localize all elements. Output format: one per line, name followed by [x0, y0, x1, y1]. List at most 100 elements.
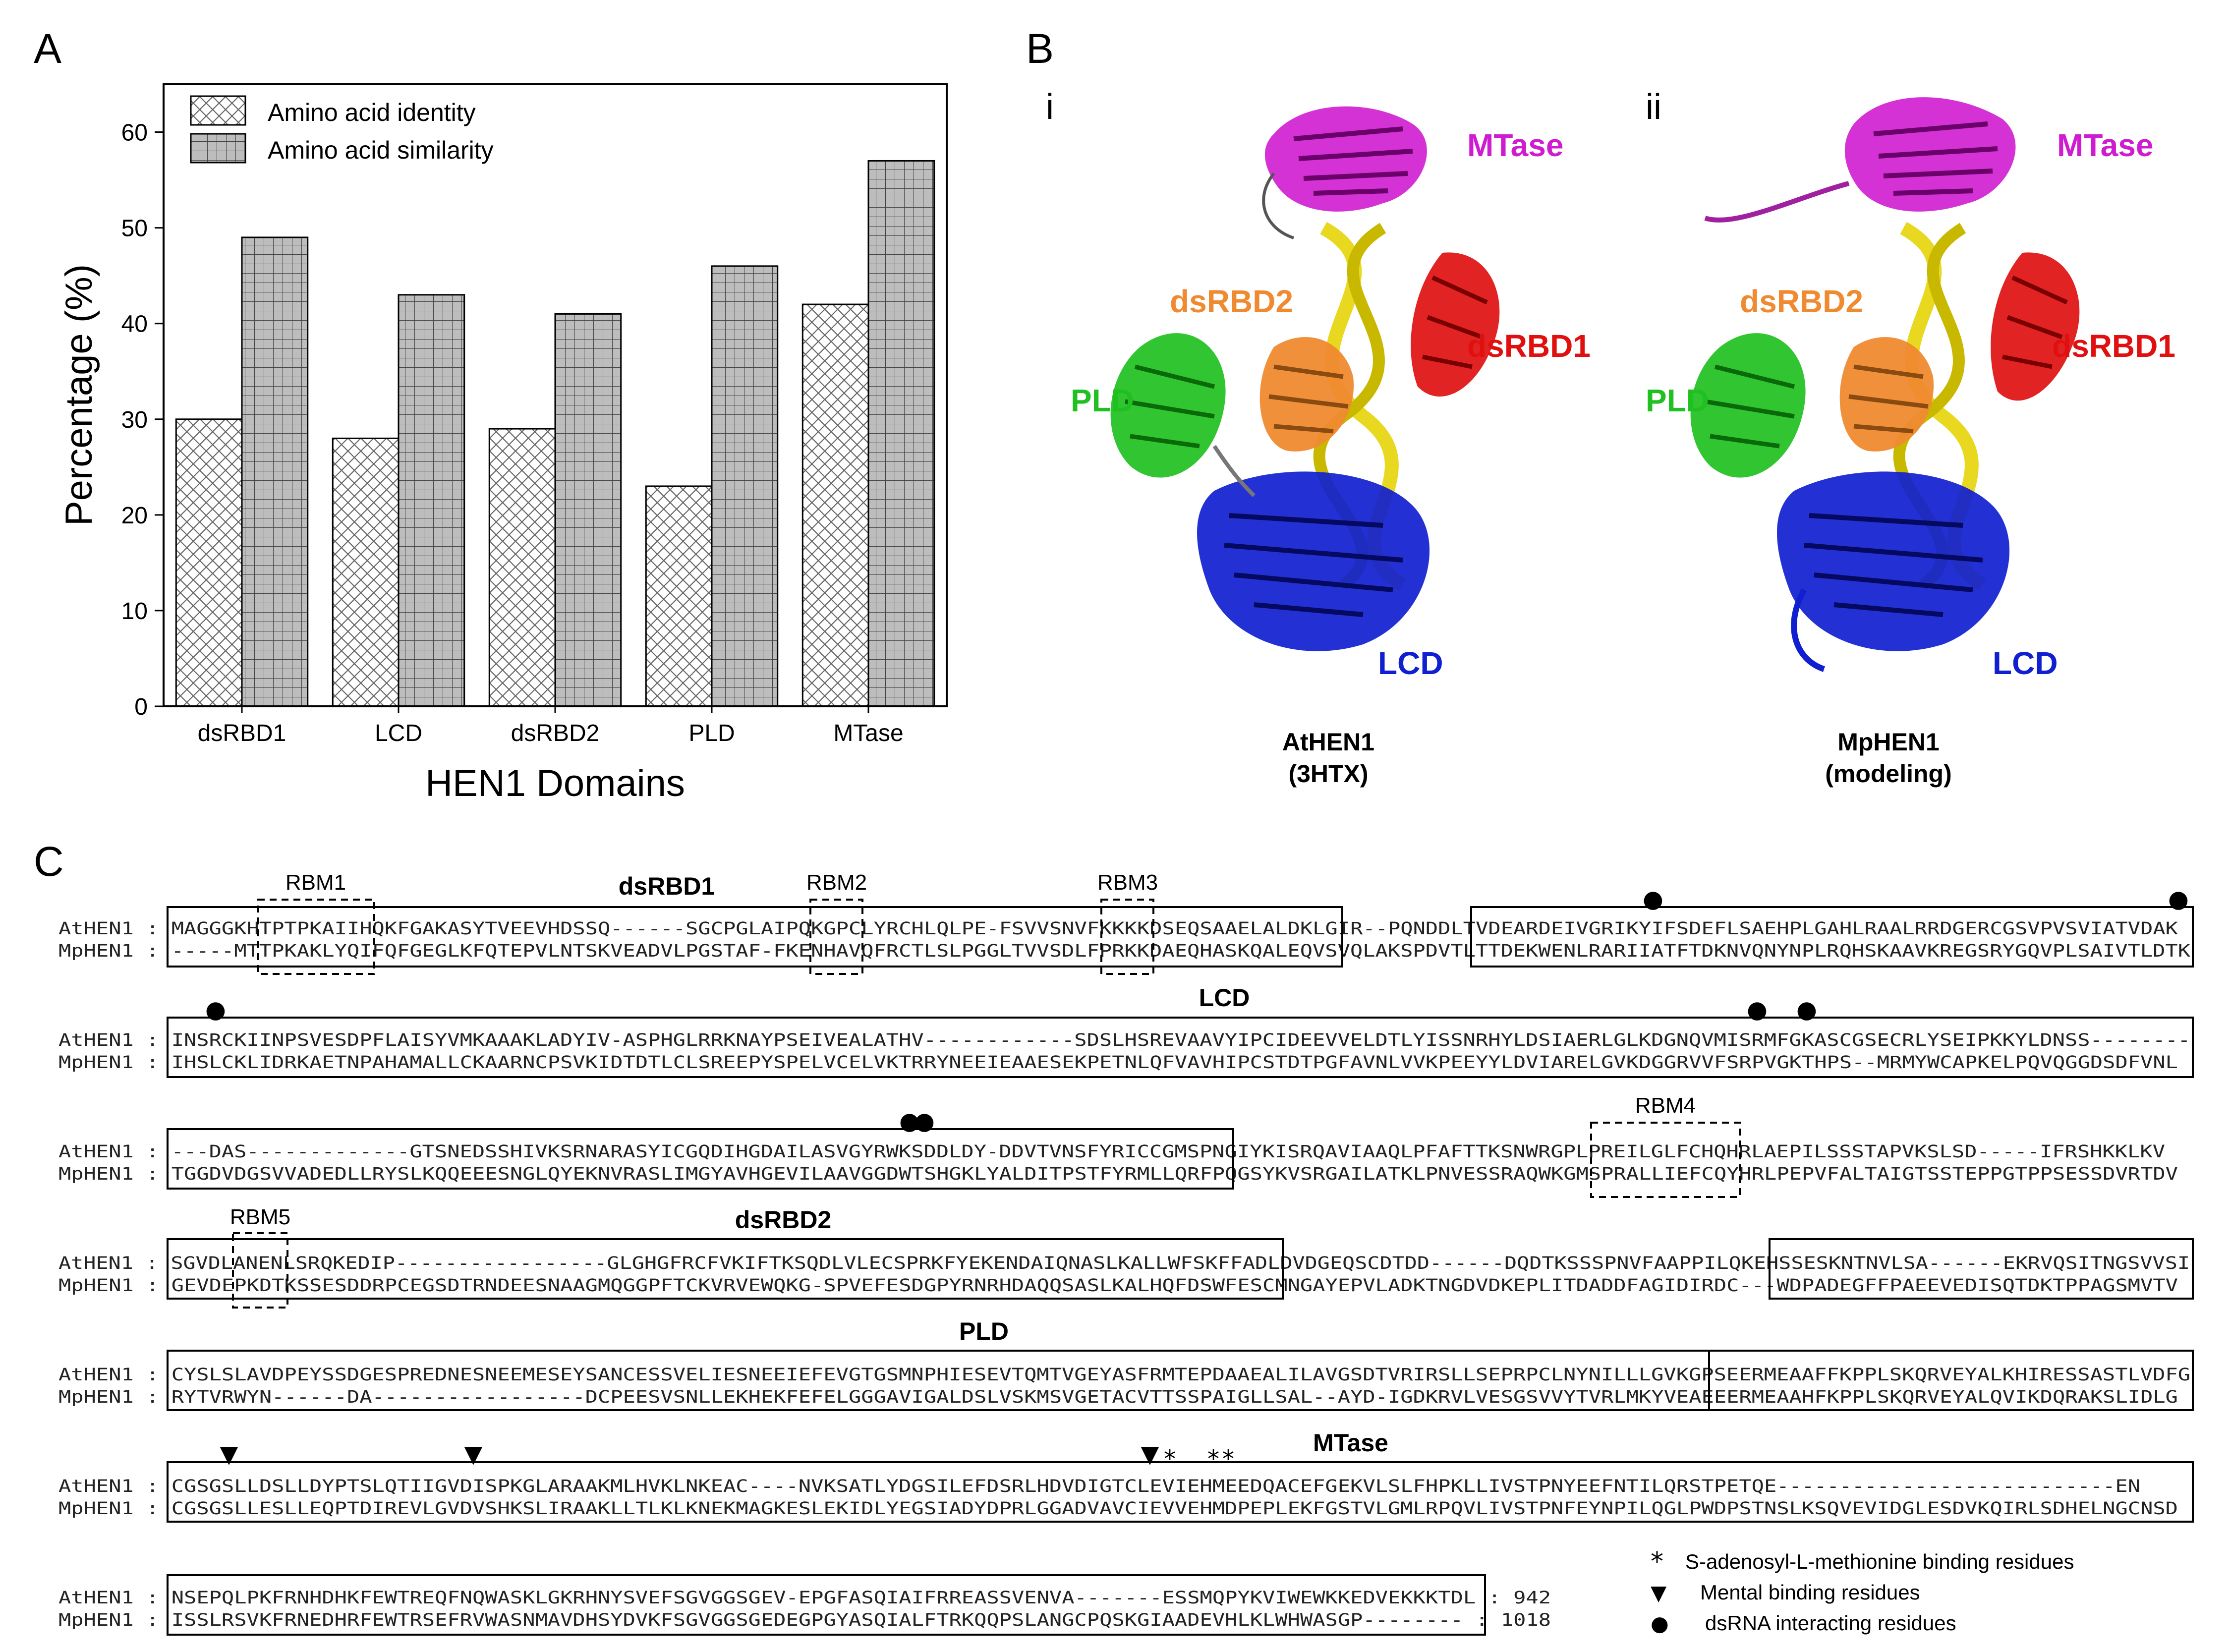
domain-labels: dsRBD1 LCD dsRBD2 PLD MTase — [619, 872, 1388, 1457]
legend-text-dsrna: dsRNA interacting residues — [1705, 1611, 1956, 1635]
mphen1-sequence: MpHEN1 : RYTVRWYN------DA---------------… — [58, 1387, 2178, 1407]
structure-athen1: MTase dsRBD2 dsRBD1 PLD LCD — [1071, 106, 1591, 681]
metal-marker: ▼ — [220, 1440, 238, 1468]
y-tick-label: 10 — [121, 598, 148, 625]
alignment-legend: * S-adenosyl-L-methionine binding residu… — [1651, 1546, 2226, 1639]
domain-label-pld: PLD — [1071, 383, 1134, 418]
dsrna-marker: ● — [205, 996, 226, 1024]
bar-identity-mtase — [801, 303, 869, 707]
dsrbd1-label: dsRBD1 — [619, 872, 715, 900]
x-axis-label: HEN1 Domains — [425, 762, 685, 804]
metal-marker: ▼ — [464, 1440, 483, 1468]
dsrna-marker: ● — [914, 1107, 935, 1135]
pld-box-row1 — [1769, 1238, 2194, 1300]
athen1-sequence: AtHEN1 : CYSLSLAVDPEYSSDGESPREDNESNEEMES… — [58, 1365, 2190, 1385]
motif-boxes — [232, 899, 1741, 1309]
domain-boxes — [167, 906, 2194, 1636]
panel-label-c: C — [34, 838, 64, 885]
mphen1-sequence: MpHEN1 : ISSLRSVKFRNEDHRFEWTRSEFRVWASNMA… — [58, 1610, 1551, 1630]
rbm2-label: RBM2 — [806, 870, 867, 895]
structure-roman-i: i — [1046, 87, 1054, 127]
lcd-box-row1 — [1470, 906, 2194, 968]
legend-label-similarity: Amino acid similarity — [268, 136, 494, 164]
structure-mphen1: MTase dsRBD2 dsRBD1 PLD LCD — [1646, 97, 2175, 681]
bar-similarity-pld — [711, 265, 779, 707]
domain-label-dsrbd2: dsRBD2 — [1740, 284, 1863, 319]
athen1-sequence: AtHEN1 : NSEPQLPKFRNHDHKFEWTREQFNQWASKLG… — [58, 1588, 1551, 1608]
mtase-box-row2 — [1708, 1350, 2194, 1411]
lcd-box-row2 — [167, 1017, 2194, 1078]
dsrbd2-label: dsRBD2 — [735, 1206, 831, 1234]
rbm2-box — [809, 899, 863, 975]
domain-label-lcd: LCD — [1378, 645, 1443, 681]
sam-marker: * — [1164, 1445, 1176, 1473]
athen1-sequence: AtHEN1 : SGVDLANENLSRQKEDIP-------------… — [58, 1253, 2190, 1273]
dsrna-marker: ● — [1747, 996, 1768, 1024]
y-axis: 0 10 20 30 40 50 60 — [121, 120, 164, 720]
rbm3-box — [1100, 899, 1154, 975]
bar-chart: 0 10 20 30 40 50 60 dsRBD1 LCD dsRBD2 PLD MTase Pe… — [58, 83, 948, 804]
mphen1-sequence: MpHEN1 : TGGDVDGSVVADEDLLRYSLKQQEEESNGLQ… — [58, 1164, 2178, 1184]
y-tick-label: 30 — [121, 407, 148, 433]
domain-label-mtase: MTase — [1467, 127, 1563, 163]
sam-marker: * — [1207, 1445, 1219, 1473]
dsrna-marker: ● — [2168, 885, 2189, 913]
x-tick-label: PLD — [688, 720, 735, 746]
rbm4-box — [1590, 1122, 1741, 1198]
x-tick-label: LCD — [375, 720, 422, 746]
mphen1-sequence: MpHEN1 : IHSLCKLIDRKAETNPAHAMALLCKAARNCP… — [58, 1053, 2178, 1073]
legend-row-metal: ▼ Mental binding residues — [1651, 1577, 2226, 1608]
caption-mphen1-name: MpHEN1 — [1837, 728, 1940, 756]
dsrna-marker: ● — [899, 1107, 920, 1135]
legend-row-dsrna: ● dsRNA interacting residues — [1651, 1608, 2226, 1639]
athen1-sequence: AtHEN1 : ---DAS-------------GTSNEDSSHIVK… — [58, 1142, 2165, 1162]
triangle-down-icon: ▼ — [1651, 1580, 1667, 1605]
athen1-sequence: AtHEN1 : INSRCKIINPSVESDPFLAISYVMKAAAKLA… — [58, 1030, 2190, 1050]
alignment-rows: AtHEN1 : MAGGGKHTPTPKAIIHQKFGAKASYTVEEVH… — [58, 919, 2190, 1630]
x-tick-label: MTase — [833, 720, 903, 746]
x-tick-label: dsRBD1 — [198, 720, 286, 746]
legend-label-identity: Amino acid identity — [268, 99, 476, 126]
bar-similarity-mtase — [867, 160, 935, 707]
bar-identity-pld — [645, 485, 713, 707]
x-tick-label: dsRBD2 — [511, 720, 600, 746]
rbm3-label: RBM3 — [1097, 870, 1158, 895]
lcd-label: LCD — [1199, 984, 1250, 1012]
rbm5-label: RBM5 — [230, 1205, 290, 1229]
legend: Amino acid identity Amino acid similarit… — [190, 95, 494, 164]
domain-label-dsrbd1: dsRBD1 — [2052, 328, 2175, 364]
legend-row-sam: * S-adenosyl-L-methionine binding residu… — [1651, 1546, 2226, 1577]
panel-label-a: A — [34, 25, 62, 72]
rbm4-label: RBM4 — [1635, 1093, 1696, 1118]
dsrbd2-box — [167, 1238, 1284, 1300]
circle-icon: ● — [1651, 1611, 1669, 1636]
y-tick-label: 20 — [121, 503, 148, 529]
dsrna-marker: ● — [1796, 996, 1817, 1024]
y-tick-label: 50 — [121, 216, 148, 242]
domain-label-mtase: MTase — [2057, 127, 2153, 163]
legend-text-metal: Mental binding residues — [1700, 1581, 1920, 1604]
y-tick-label: 40 — [121, 311, 148, 338]
asterisk-icon: * — [1651, 1547, 1663, 1577]
legend-swatch-similarity — [190, 133, 246, 164]
legend-text-sam: S-adenosyl-L-methionine binding residues — [1685, 1550, 2074, 1573]
caption-athen1: AtHEN1 (3HTX) — [1229, 726, 1428, 790]
mtase-box-row3 — [167, 1461, 2194, 1523]
bar-similarity-dsrbd2 — [554, 313, 622, 707]
markers: ● ● ● ● ● ● ● ▼ ▼ ▼ * * * — [205, 885, 2189, 1473]
x-axis: dsRBD1 LCD dsRBD2 PLD MTase — [198, 706, 904, 746]
y-axis-label: Percentage (%) — [58, 264, 100, 526]
rbm5-box — [232, 1232, 288, 1309]
y-tick-label: 60 — [121, 120, 148, 146]
domain-label-dsrbd2: dsRBD2 — [1170, 284, 1293, 319]
domain-label-pld: PLD — [1646, 383, 1709, 418]
caption-athen1-name: AtHEN1 — [1282, 728, 1375, 756]
structure-roman-ii: ii — [1646, 87, 1661, 127]
dsrbd1-box — [167, 906, 1343, 968]
caption-athen1-pdb: (3HTX) — [1288, 760, 1369, 788]
y-tick-label: 0 — [134, 694, 148, 720]
legend-swatch-identity — [190, 95, 246, 126]
dsrna-marker: ● — [1643, 885, 1663, 913]
panel-label-b: B — [1026, 25, 1054, 72]
